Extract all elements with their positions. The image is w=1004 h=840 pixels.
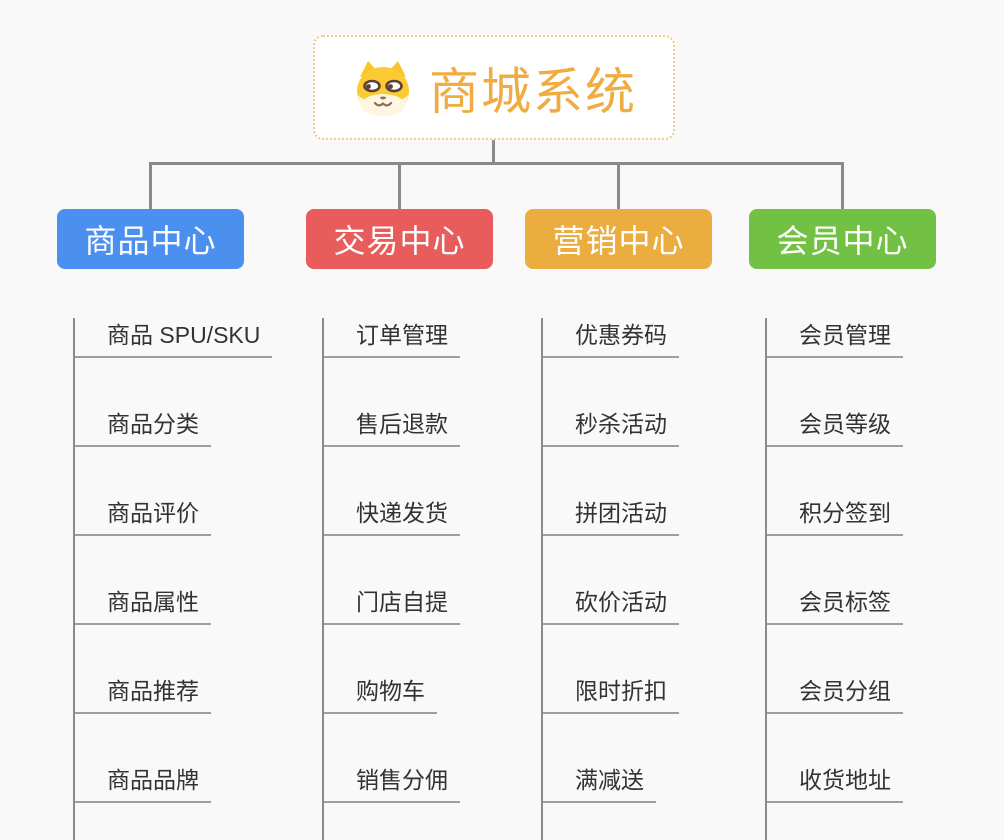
branch-header-trade[interactable]: 交易中心 <box>306 209 493 269</box>
child-node[interactable]: 限时折扣 <box>541 674 679 714</box>
root-title: 商城系统 <box>429 63 637 120</box>
child-node[interactable]: 积分签到 <box>765 496 903 536</box>
child-node[interactable]: 快递发货 <box>322 496 460 536</box>
dog-face-icon <box>351 59 415 117</box>
branch-header-member[interactable]: 会员中心 <box>749 209 936 269</box>
child-node[interactable]: 商品推荐 <box>73 674 211 714</box>
child-node[interactable]: 商品 SPU/SKU <box>73 318 273 358</box>
branch-children-line <box>322 318 324 840</box>
connector-drop-product <box>149 162 152 210</box>
connector-bus <box>149 162 844 165</box>
branch-trade-center: 交易中心 订单管理 售后退款 快递发货 门店自提 购物车 销售分佣 <box>306 209 493 840</box>
child-node[interactable]: 拼团活动 <box>541 496 679 536</box>
child-node[interactable]: 优惠券码 <box>541 318 679 358</box>
connector-drop-trade <box>398 162 401 210</box>
branch-children-line <box>765 318 767 840</box>
branch-header-marketing[interactable]: 营销中心 <box>525 209 712 269</box>
connector-drop-member <box>841 162 844 210</box>
connector-root-drop <box>492 138 495 165</box>
child-node[interactable]: 秒杀活动 <box>541 407 679 447</box>
connector-drop-marketing <box>617 162 620 210</box>
child-node[interactable]: 售后退款 <box>322 407 460 447</box>
child-node[interactable]: 会员标签 <box>765 585 903 625</box>
child-node[interactable]: 商品评价 <box>73 496 211 536</box>
child-node[interactable]: 商品品牌 <box>73 763 211 803</box>
branch-member-center: 会员中心 会员管理 会员等级 积分签到 会员标签 会员分组 收货地址 <box>749 209 936 840</box>
root-node[interactable]: 商城系统 <box>313 35 675 140</box>
child-node[interactable]: 砍价活动 <box>541 585 679 625</box>
branch-children-product: 商品 SPU/SKU 商品分类 商品评价 商品属性 商品推荐 商品品牌 <box>73 318 273 840</box>
branch-product-center: 商品中心 商品 SPU/SKU 商品分类 商品评价 商品属性 商品推荐 商品品牌 <box>57 209 273 840</box>
branch-children-trade: 订单管理 售后退款 快递发货 门店自提 购物车 销售分佣 <box>322 318 493 840</box>
child-node[interactable]: 满减送 <box>541 763 656 803</box>
child-node[interactable]: 订单管理 <box>322 318 460 358</box>
child-node[interactable]: 收货地址 <box>765 763 903 803</box>
child-node[interactable]: 会员管理 <box>765 318 903 358</box>
child-node[interactable]: 门店自提 <box>322 585 460 625</box>
branch-children-line <box>541 318 543 840</box>
branch-children-line <box>73 318 75 840</box>
child-node[interactable]: 购物车 <box>322 674 437 714</box>
child-node[interactable]: 商品属性 <box>73 585 211 625</box>
branch-marketing-center: 营销中心 优惠券码 秒杀活动 拼团活动 砍价活动 限时折扣 满减送 <box>525 209 712 840</box>
child-node[interactable]: 商品分类 <box>73 407 211 447</box>
branch-children-member: 会员管理 会员等级 积分签到 会员标签 会员分组 收货地址 <box>765 318 936 840</box>
branch-children-marketing: 优惠券码 秒杀活动 拼团活动 砍价活动 限时折扣 满减送 <box>541 318 712 840</box>
child-node[interactable]: 会员分组 <box>765 674 903 714</box>
child-node[interactable]: 会员等级 <box>765 407 903 447</box>
child-node[interactable]: 销售分佣 <box>322 763 460 803</box>
branch-header-product[interactable]: 商品中心 <box>57 209 244 269</box>
